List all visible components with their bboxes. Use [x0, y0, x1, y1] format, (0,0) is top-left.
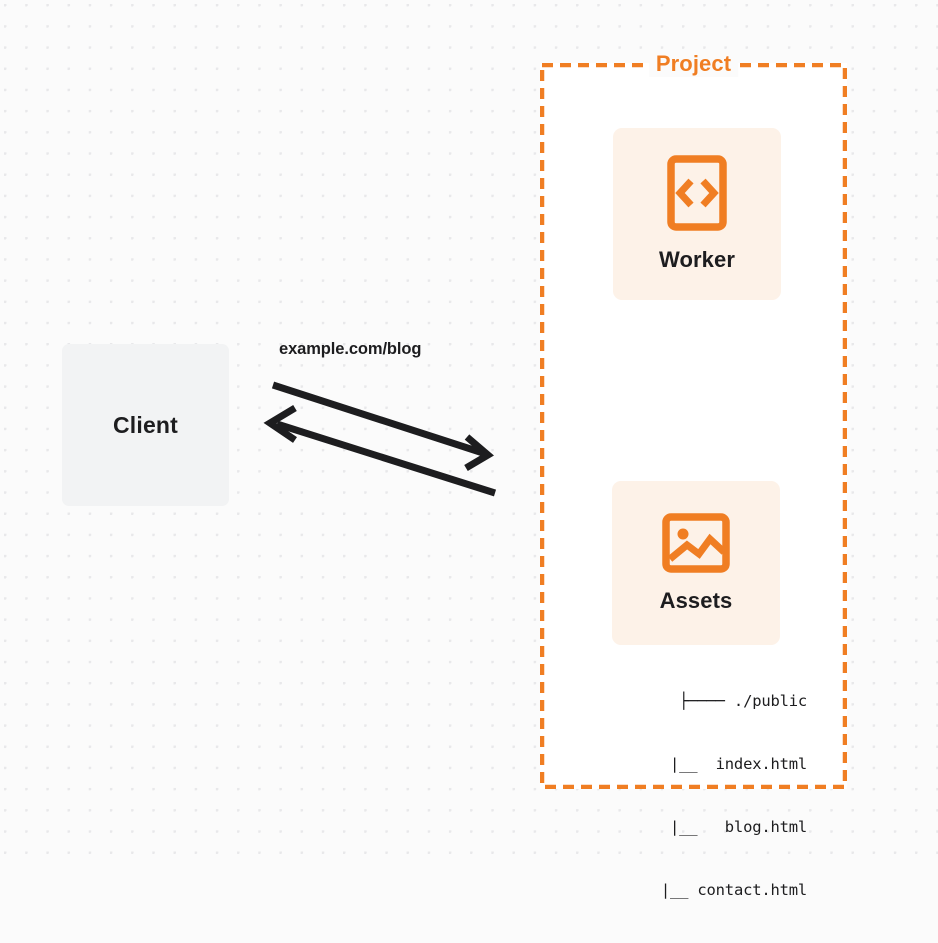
worker-label: Worker — [659, 247, 735, 272]
image-picture-icon — [662, 513, 730, 573]
request-url-label: example.com/blog — [279, 340, 422, 358]
tree-line-root: ├──── ./public — [679, 692, 807, 710]
tree-line-contact: |__ contact.html — [624, 881, 807, 899]
code-brackets-icon — [667, 155, 727, 231]
project-container: Project Worker Assets ├──── ./public |__… — [540, 51, 847, 899]
diagram-canvas: Client example.com/blog Project Wor — [0, 0, 938, 899]
arrow-outbound — [271, 381, 494, 472]
assets-label: Assets — [659, 588, 733, 613]
tree-line-index: |__ index.html — [633, 755, 807, 773]
project-title: Project — [648, 51, 739, 77]
client-label: Client — [112, 411, 179, 438]
arrow-inbound — [263, 404, 497, 497]
client-node[interactable]: Client — [62, 344, 229, 506]
tree-line-blog: |__ blog.html — [633, 818, 807, 836]
worker-card[interactable]: Worker — [613, 128, 781, 300]
assets-card[interactable]: Assets — [612, 481, 780, 645]
client-project-connector — [263, 381, 497, 497]
assets-file-tree: ├──── ./public |__ index.html |__ blog.h… — [585, 649, 807, 943]
